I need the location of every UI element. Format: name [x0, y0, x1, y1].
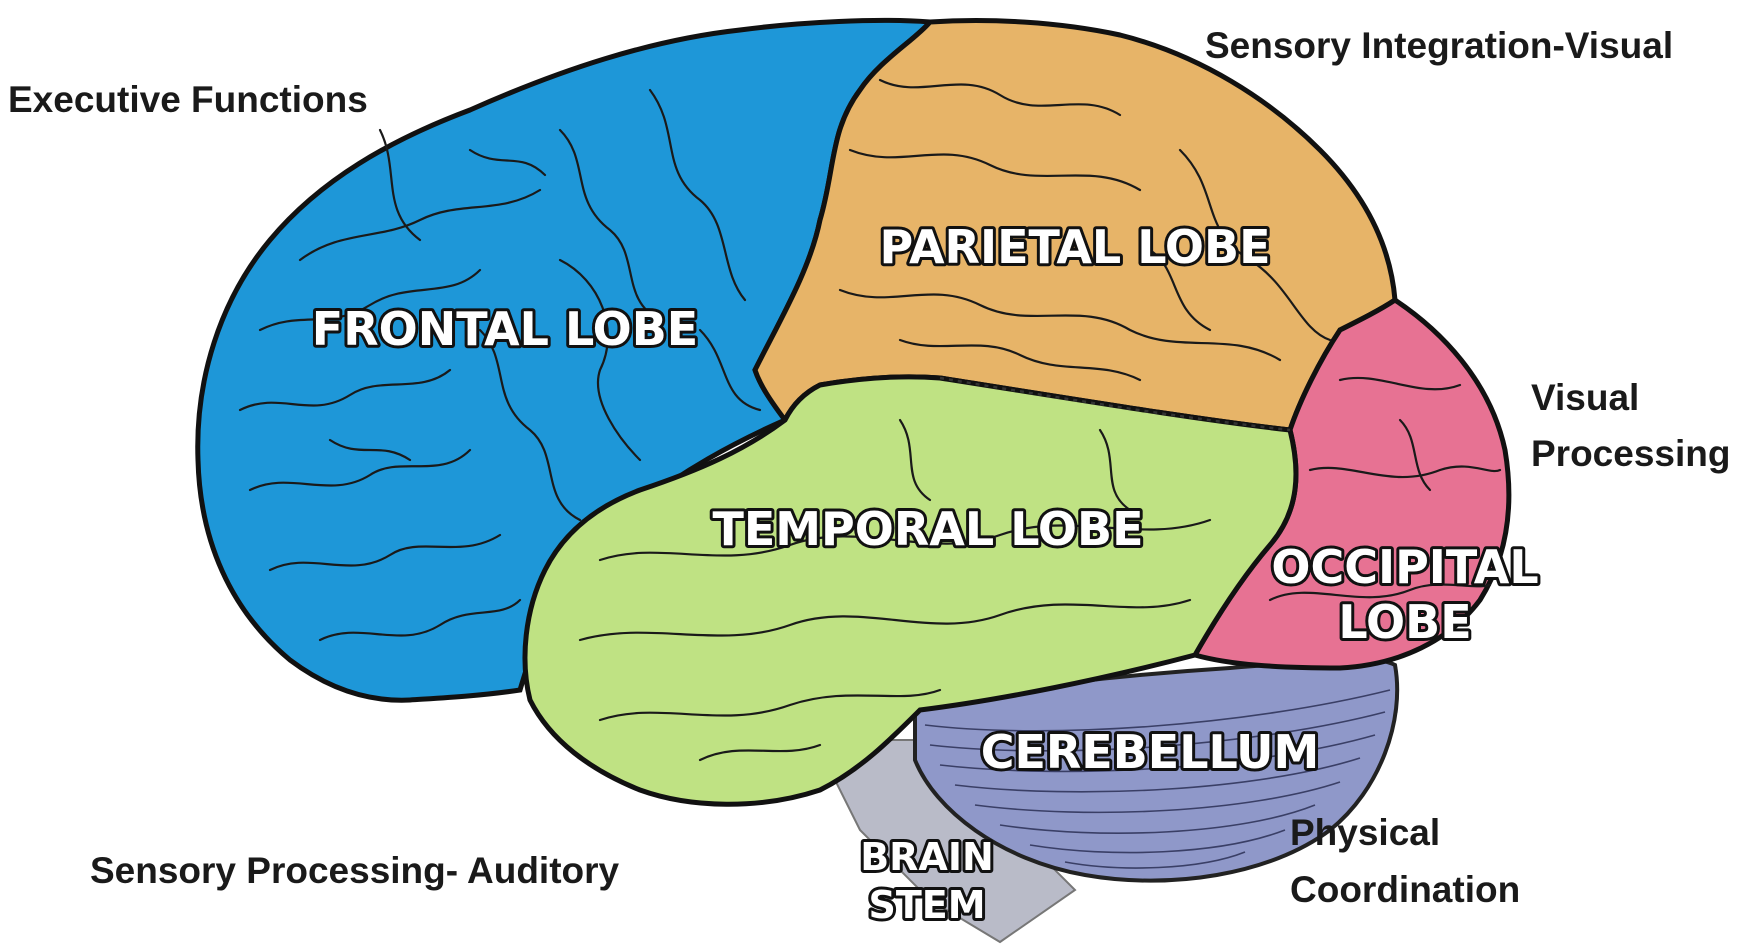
sensory-processing-auditory-label: Sensory Processing- Auditory: [90, 843, 619, 899]
physical-coordination-label-line2: Coordination: [1290, 862, 1520, 918]
sensory-integration-visual-label: Sensory Integration-Visual: [1205, 18, 1673, 74]
brain-stem-label-line2: STEM: [868, 883, 985, 927]
brain-stem-label-line1: BRAIN: [860, 835, 994, 879]
cerebellum-label: CEREBELLUM: [981, 725, 1320, 779]
physical-coordination-label-line1: Physical: [1290, 805, 1440, 861]
occipital-lobe-label-line2: LOBE: [1338, 595, 1471, 649]
parietal-lobe-label: PARIETAL LOBE: [879, 220, 1270, 274]
visual-processing-label-line2: Processing: [1531, 426, 1730, 482]
occipital-lobe-label-line1: OCCIPITAL: [1271, 540, 1538, 594]
executive-functions-label: Executive Functions: [8, 72, 368, 128]
frontal-lobe-label: FRONTAL LOBE: [312, 302, 698, 356]
temporal-lobe-label: TEMPORAL LOBE: [712, 502, 1143, 556]
visual-processing-label-line1: Visual: [1531, 370, 1639, 426]
